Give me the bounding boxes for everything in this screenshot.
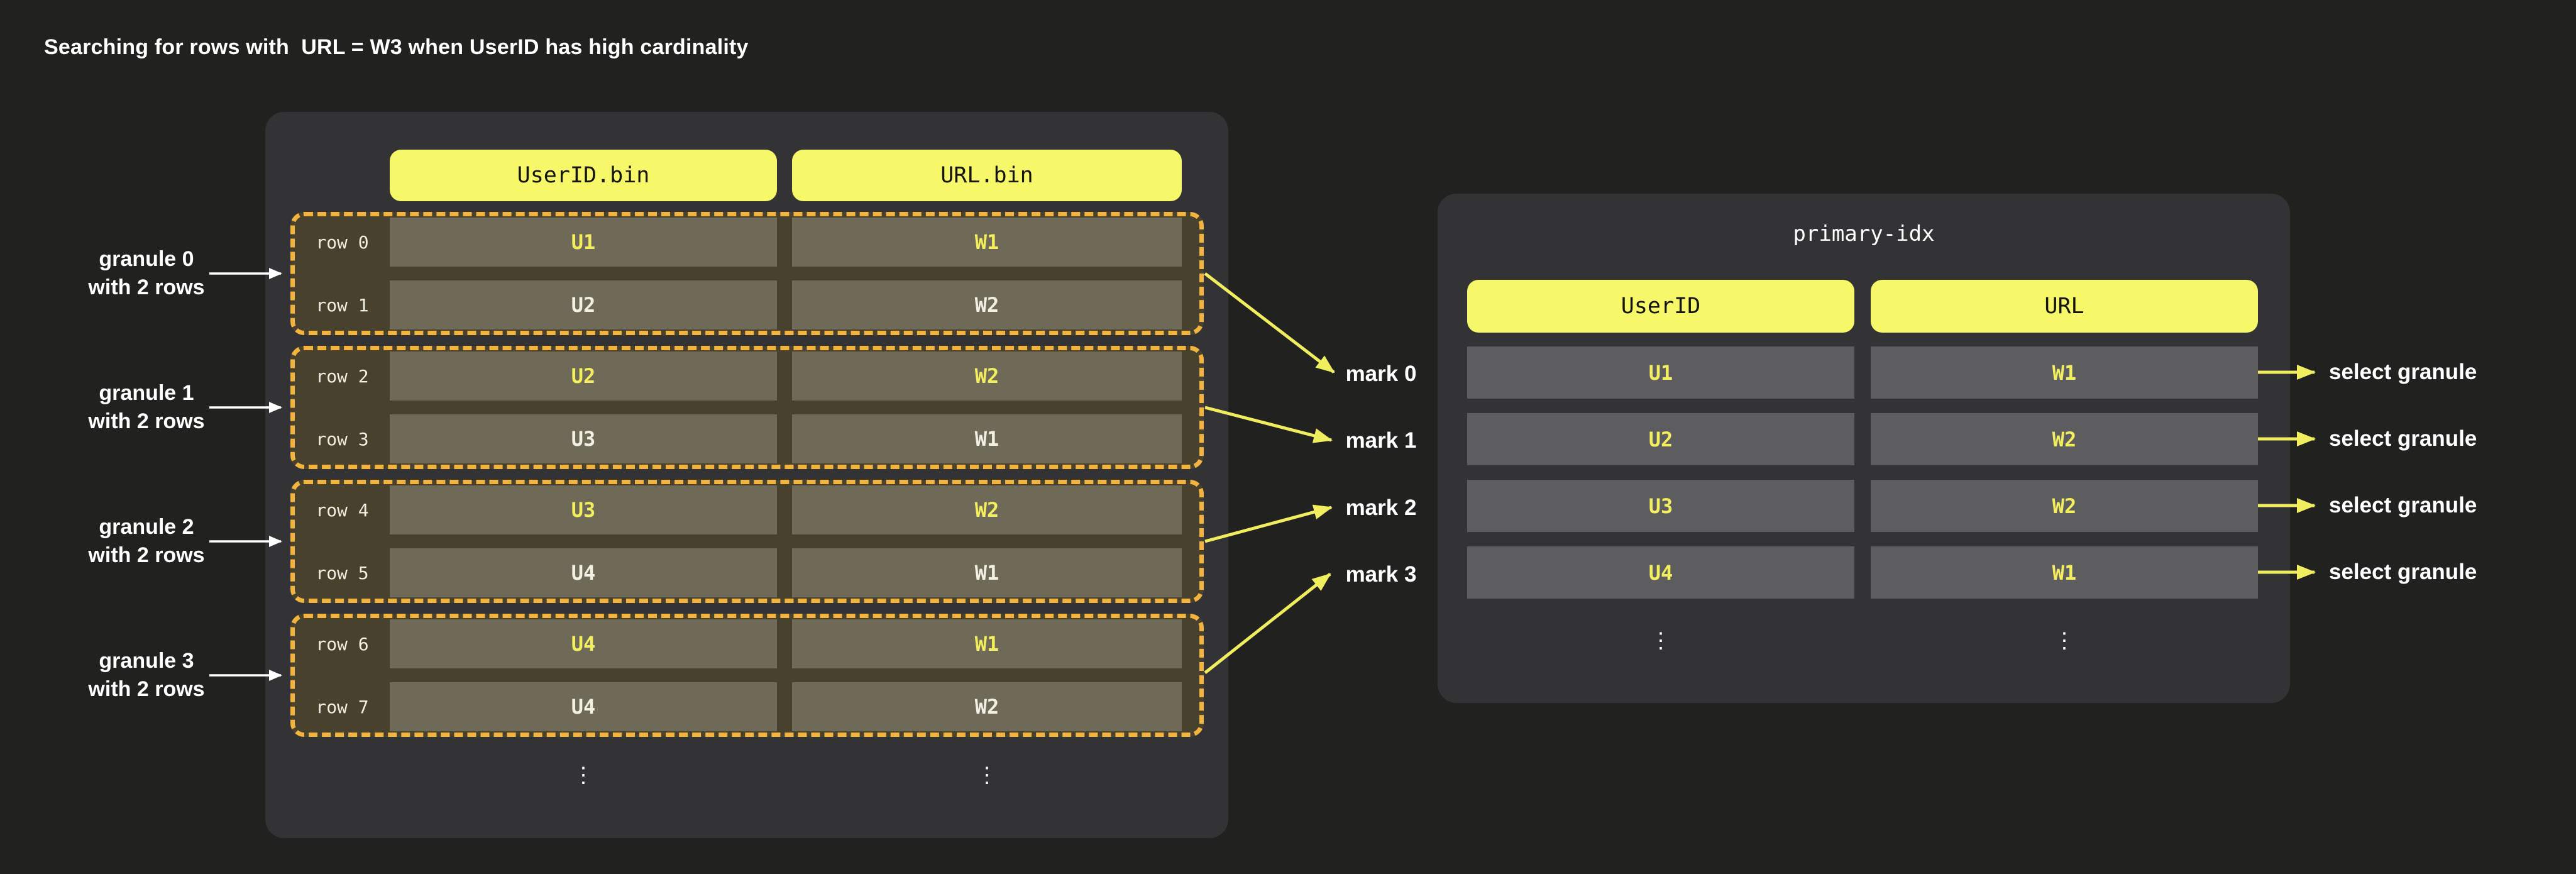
url-bin-header: URL.bin [792,150,1182,201]
granule-0-label-line1: granule 0 [99,247,194,271]
url-cell: W1 [792,548,1182,597]
userid-cell: U3 [390,485,777,534]
mark-1-label: mark 1 [1345,428,1417,453]
idx-url-cell: W1 [1871,346,2258,399]
idx-userid-cell: U1 [1467,346,1854,399]
select-granule-label: select granule [2329,360,2477,384]
granule-1-label-line1: granule 1 [99,381,194,405]
granule-2-label-line1: granule 2 [99,515,194,539]
granule-3-label-line2: with 2 rows [88,677,205,701]
bin-userid-ellipsis: ⋮ [573,763,594,787]
mark-2-label: mark 2 [1345,495,1417,520]
url-cell: W2 [792,485,1182,534]
row-label: row 2 [316,365,369,387]
granule-box-3: row 6 U4 W1 row 7 U4 W2 [290,614,1204,737]
userid-cell: U1 [390,218,777,267]
granule-3-label-line1: granule 3 [99,649,194,673]
url-header: URL [1871,280,2258,333]
idx-url-cell: W1 [1871,546,2258,599]
granule-2-label-line2: with 2 rows [88,543,205,567]
url-cell: W2 [792,280,1182,329]
url-cell: W1 [792,619,1182,668]
userid-cell: U4 [390,682,777,731]
mark-3-label: mark 3 [1345,562,1417,587]
granule-box-2: row 4 U3 W2 row 5 U4 W1 [290,480,1204,603]
url-cell: W1 [792,218,1182,267]
userid-cell: U4 [390,548,777,597]
granule-box-1: row 2 U2 W2 row 3 U3 W1 [290,346,1204,469]
granule-3-label: granule 3 with 2 rows [24,647,269,704]
row-label: row 4 [316,499,369,521]
url-cell: W2 [792,351,1182,401]
page-title: Searching for rows with URL = W3 when Us… [44,35,749,59]
row-label: row 1 [316,294,369,316]
select-granule-label: select granule [2329,426,2477,451]
granule-2-label: granule 2 with 2 rows [24,513,269,570]
select-granule-label: select granule [2329,493,2477,517]
row-label: row 0 [316,231,369,253]
row-label: row 3 [316,428,369,450]
idx-userid-cell: U3 [1467,480,1854,532]
userid-bin-header: UserID.bin [390,150,777,201]
idx-userid-cell: U4 [1467,546,1854,599]
userid-cell: U3 [390,414,777,463]
idx-userid-ellipsis: ⋮ [1650,629,1671,653]
userid-cell: U2 [390,351,777,401]
bin-url-ellipsis: ⋮ [976,763,998,787]
url-cell: W1 [792,414,1182,463]
granule-1-label-line2: with 2 rows [88,409,205,433]
idx-url-cell: W2 [1871,480,2258,532]
row-label: row 5 [316,562,369,584]
select-granule-label: select granule [2329,560,2477,584]
row-label: row 7 [316,696,369,717]
granule-0-label: granule 0 with 2 rows [24,245,269,302]
userid-cell: U4 [390,619,777,668]
userid-cell: U2 [390,280,777,329]
granule-1-label: granule 1 with 2 rows [24,379,269,436]
row-label: row 6 [316,633,369,655]
url-cell: W2 [792,682,1182,731]
granule-0-label-line2: with 2 rows [88,275,205,299]
idx-userid-cell: U2 [1467,413,1854,465]
idx-url-ellipsis: ⋮ [2054,629,2075,653]
mark-0-label: mark 0 [1345,362,1417,386]
idx-url-cell: W2 [1871,413,2258,465]
granule-box-0: row 0 U1 W1 row 1 U2 W2 [290,212,1204,335]
primary-index-title: primary-idx [1793,221,1935,246]
userid-header: UserID [1467,280,1854,333]
